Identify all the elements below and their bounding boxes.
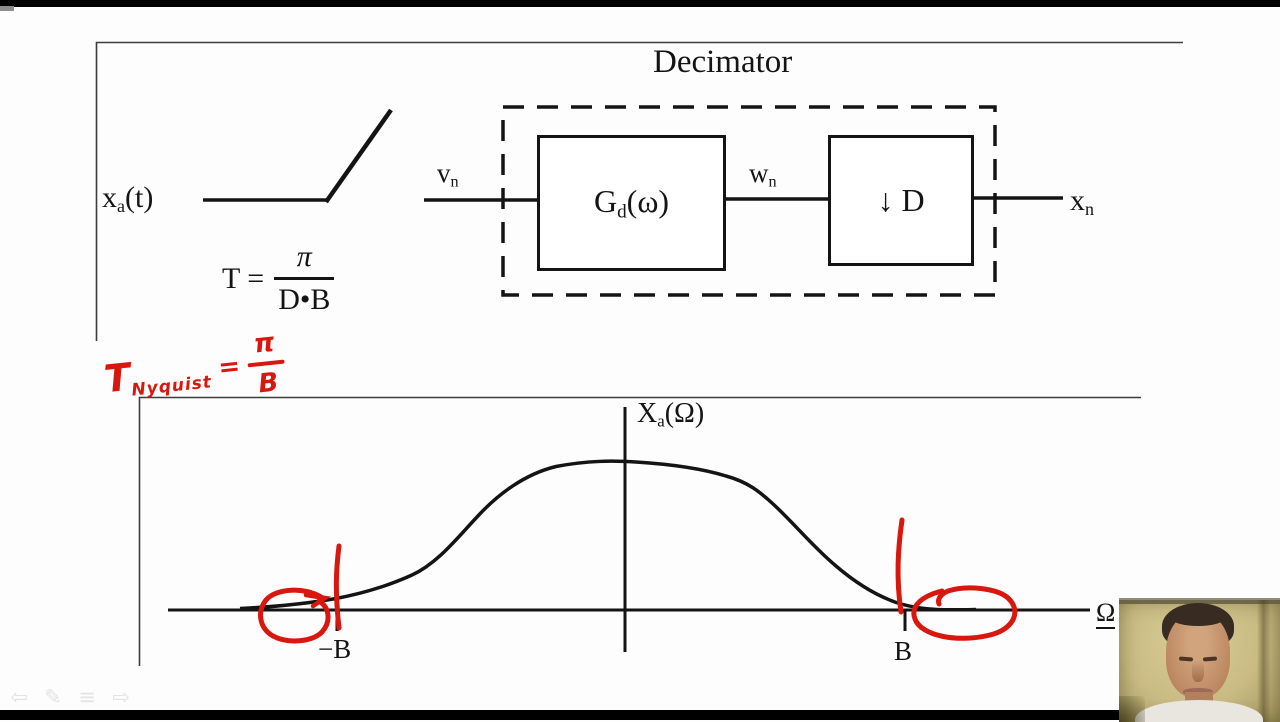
formula-denominator: D•B — [278, 283, 331, 316]
presenter-webcam — [1119, 598, 1280, 722]
forward-arrow-icon[interactable]: ⇨ — [112, 685, 130, 709]
decimator-dashed-box — [501, 105, 997, 297]
minus-b-label: −B — [318, 634, 352, 664]
red-stroke-minus-b — [333, 543, 342, 631]
pen-icon[interactable]: ✎ — [44, 685, 62, 709]
menu-icon[interactable]: ≡ — [78, 685, 96, 709]
wn-label: wn — [749, 158, 777, 191]
red-stroke-b — [895, 517, 905, 615]
letterbox-top-bar — [0, 0, 1280, 7]
presenter-hairline — [1171, 610, 1225, 626]
nyquist-t: TNyquist — [102, 354, 213, 402]
vn-label: vn — [437, 158, 459, 191]
webcam-background-fold — [1257, 600, 1270, 722]
downsampler-block: ↓ D — [828, 135, 974, 266]
slide-frame-lines — [95, 41, 1183, 666]
presenter-nose — [1192, 660, 1204, 682]
red-circle-left — [258, 587, 331, 644]
decimator-title: Decimator — [653, 44, 793, 80]
nyquist-numerator: π — [252, 327, 276, 360]
back-arrow-icon[interactable]: ⇦ — [10, 685, 28, 709]
sampling-formula: T = π D•B — [222, 240, 335, 317]
sampler-switch — [324, 108, 393, 204]
input-signal-label: xa(t) — [102, 181, 154, 217]
nyquist-denominator: B — [256, 367, 280, 400]
presenter-shirt — [1135, 700, 1263, 722]
omega-axis-label: Ω — [1096, 598, 1116, 629]
b-label: B — [894, 636, 913, 666]
spectrum-curve — [239, 459, 977, 612]
spectrum-title: Xa(Ω) — [637, 398, 705, 431]
presenter-face — [1166, 612, 1230, 698]
filter-block-label: Gd(ω) — [593, 182, 670, 223]
letterbox-bottom-bar — [0, 710, 1280, 720]
webcam-top-strip — [1119, 600, 1280, 604]
player-toolbar: ⇦ ✎ ≡ ⇨ — [8, 686, 138, 710]
nyquist-fraction: π B — [244, 327, 288, 400]
red-circle-right — [911, 585, 1018, 641]
formula-numerator: π — [296, 240, 312, 273]
red-arrow-hook-left — [303, 592, 332, 609]
fraction-bar — [274, 277, 335, 280]
downsampler-block-label: ↓ D — [877, 182, 925, 218]
webcam-corner-shadow — [1119, 696, 1145, 722]
nyquist-equals: = — [216, 351, 242, 384]
down-arrow-icon: ↓ — [877, 182, 894, 218]
formula-lhs: T = — [222, 261, 265, 295]
formula-fraction: π D•B — [274, 240, 335, 317]
filter-block: Gd(ω) — [537, 135, 726, 271]
letterbox-top-notch — [0, 6, 14, 11]
output-signal-label: xn — [1070, 184, 1094, 220]
